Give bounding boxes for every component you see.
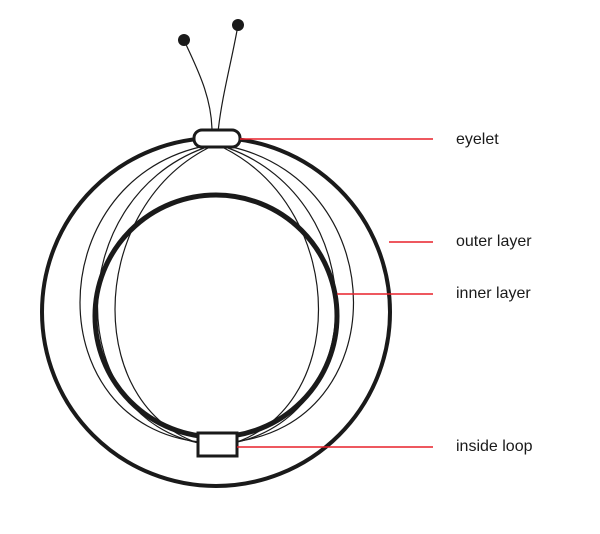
strand-left-inner: [114, 147, 209, 447]
strand-left-middle: [97, 147, 205, 445]
label-inside-loop: inside loop: [456, 438, 533, 455]
inside-loop-shape: [196, 431, 239, 458]
lead-wire-left: [183, 39, 213, 133]
strand-right-inner: [223, 147, 320, 447]
label-inner-layer: inner layer: [456, 285, 531, 302]
lead-wire-right: [217, 24, 239, 133]
strand-left-outer: [79, 146, 201, 443]
ring-strands: [79, 146, 355, 447]
lead-wires: [183, 24, 239, 133]
strand-right-middle: [227, 147, 337, 445]
strand-right-outer: [231, 146, 355, 443]
wire-end-left-dot: [178, 34, 190, 46]
wire-end-right-dot: [232, 19, 244, 31]
label-eyelet: eyelet: [456, 131, 499, 148]
label-outer-layer: outer layer: [456, 233, 532, 250]
eyelet-shape: [192, 128, 242, 149]
leader-lines: [237, 138, 433, 448]
